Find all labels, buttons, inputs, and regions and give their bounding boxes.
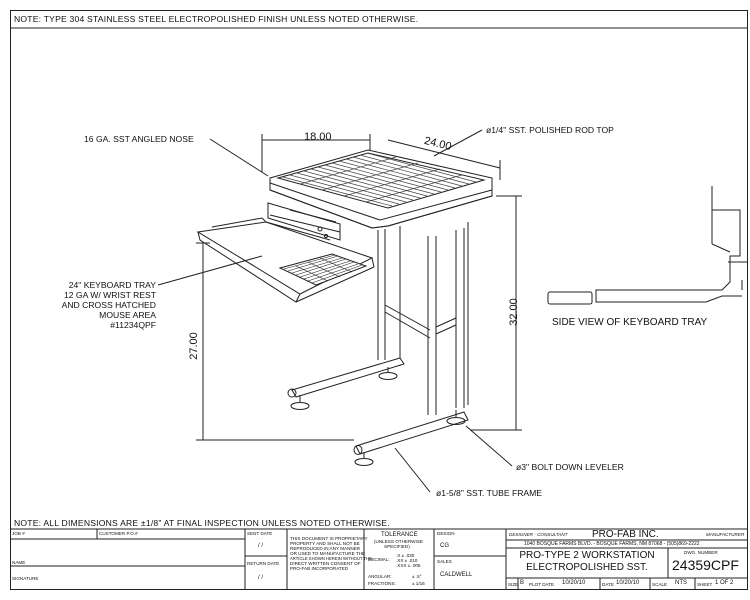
manufacturer-label: MANUFACTURER (706, 532, 745, 537)
drawing-border (10, 10, 748, 590)
date-value: 10/20/10 (616, 580, 640, 586)
scale-value: NTS (675, 580, 687, 586)
decimal-row-3: .XXX ± .005 (396, 563, 421, 568)
tube-frame-callout: ø1-5/8" SST. TUBE FRAME (436, 488, 543, 498)
tray-callout-line-2: 12 GA W/ WRIST REST (63, 290, 156, 300)
decimal-label: DECIMAL: (368, 557, 390, 562)
company-name: PRO-FAB INC. (592, 529, 659, 540)
sheet-label: SHEET (697, 582, 713, 587)
dwg-number: 24359CPF (672, 557, 739, 573)
job-label: JOB # (12, 531, 25, 536)
plot-date-label: PLOT DATE (529, 582, 555, 587)
decimal-row-2: .XX ± .010 (396, 558, 418, 563)
proprietary-line: PRO-FAB INCORPORATED (290, 566, 349, 571)
width-dimension: 18.00 (304, 131, 332, 143)
design-label: DESIGN (437, 531, 455, 536)
sent-date-label: SENT DATE (247, 531, 273, 536)
customer-po-label: CUSTOMER P.O.# (99, 531, 138, 536)
size-label: SIZE (508, 582, 519, 587)
top-note: NOTE: TYPE 304 STAINLESS STEEL ELECTROPO… (14, 14, 419, 24)
design-value: CG (440, 543, 449, 549)
angular-label: ANGULAR: (368, 574, 392, 579)
leveler-callout: ø3" BOLT DOWN LEVELER (516, 462, 624, 472)
drawing-title-line-2: ELECTROPOLISHED SST. (526, 562, 648, 573)
tray-callout-line-4: MOUSE AREA (99, 310, 156, 320)
tolerance-subtitle-2: SPECIFIED) (384, 544, 410, 549)
sales-label: SALES (437, 559, 452, 564)
proprietary-line: REPRODUCED IN ANY MANNER (290, 546, 361, 551)
rod-top-callout: ø1/4" SST. POLISHED ROD TOP (486, 125, 614, 135)
proprietary-line: THIS DOCUMENT IS PROPRIETARY (290, 536, 368, 541)
tolerance-title: TOLERANCE (381, 532, 418, 538)
height-dimension: 32.00 (507, 298, 520, 326)
decimal-row-1: .X ± .030 (396, 553, 415, 558)
drawing-title: PRO-TYPE 2 WORKSTATION ELECTROPOLISHED S… (508, 550, 666, 574)
tray-callout-line-5: #11234QPF (110, 320, 156, 330)
proprietary-line: PROPERTY AND SHALL NOT BE (290, 541, 360, 546)
proprietary-notice: THIS DOCUMENT IS PROPRIETARY PROPERTY AN… (290, 536, 372, 571)
nose-callout: 16 GA. SST ANGLED NOSE (84, 134, 194, 144)
proprietary-line: ARTICLE SHOWN HEREIN WITHOUT THE (290, 556, 372, 561)
company-address: 1040 BOSQUE FARMS BLVD. - BOSQUE FARMS, … (524, 541, 700, 547)
designer-label: DESIGNER - CONSULTANT (509, 532, 568, 537)
bottom-note: NOTE: ALL DIMENSIONS ARE ±1/8" AT FINAL … (14, 518, 390, 528)
return-date-label: RETURN DATE (247, 561, 280, 566)
tolerance-subtitle-1: (UNLESS OTHERWISE (374, 539, 423, 544)
scale-label: SCALE (652, 582, 668, 587)
keyboard-tray-callout: 24" KEYBOARD TRAY 12 GA W/ WRIST REST AN… (48, 280, 156, 330)
drawing-title-line-1: PRO-TYPE 2 WORKSTATION (519, 550, 655, 561)
tray-height-dimension: 27.00 (187, 332, 200, 360)
fractions-value: ± 1/16 (412, 581, 425, 586)
dwg-number-label: DWG. NUMBER (684, 550, 718, 555)
signature-label: SIGNATURE (12, 576, 39, 581)
proprietary-line: DIRECT WRITTEN CONSENT OF (290, 561, 361, 566)
angular-value: ± .5° (412, 574, 422, 579)
date-label: DATE (602, 582, 614, 587)
name-label: NAME (12, 560, 26, 565)
side-view-label: SIDE VIEW OF KEYBOARD TRAY (552, 317, 708, 328)
sheet-value: 1 OF 2 (715, 580, 734, 586)
sales-value: CALDWELL (440, 572, 473, 578)
sent-date-value: / / (258, 543, 264, 549)
proprietary-line: OR USED TO MANUFACTURE THE (290, 551, 366, 556)
tray-callout-line-1: 24" KEYBOARD TRAY (68, 280, 156, 290)
size-value: B (520, 580, 525, 586)
fractions-label: FRACTIONS: (368, 581, 396, 586)
plot-date-value: 10/20/10 (562, 580, 586, 586)
return-date-value: / / (258, 575, 264, 581)
tray-callout-line-3: AND CROSS HATCHED (61, 300, 156, 310)
